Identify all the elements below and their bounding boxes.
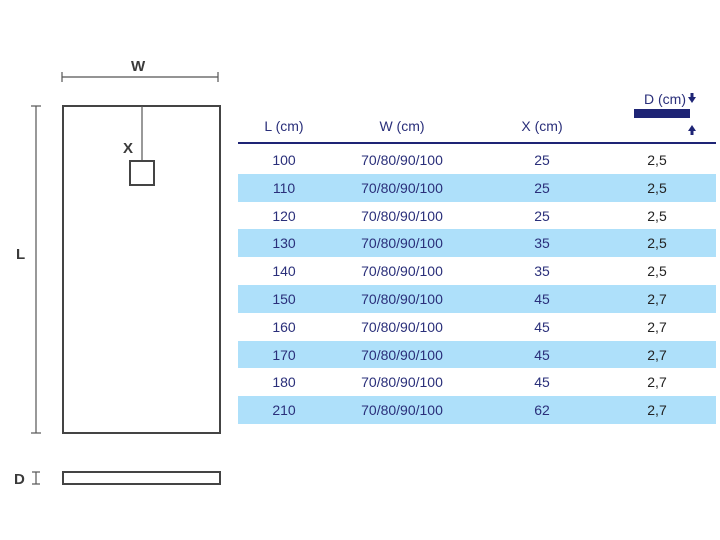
arrow-down-icon bbox=[688, 93, 696, 103]
cell-length: 170 bbox=[272, 346, 296, 363]
cell-width: 70/80/90/100 bbox=[361, 290, 443, 307]
cell-depth: 2,7 bbox=[647, 290, 667, 307]
depth-label: D bbox=[14, 471, 25, 488]
width-dimension bbox=[61, 72, 219, 82]
table-body: 100 70/80/90/100 25 2,5 110 70/80/90/100… bbox=[238, 146, 716, 424]
table-row: 170 70/80/90/100 45 2,7 bbox=[238, 340, 716, 369]
cell-width: 70/80/90/100 bbox=[361, 263, 443, 280]
cell-drain-offset: 45 bbox=[534, 290, 550, 307]
cell-width: 70/80/90/100 bbox=[361, 318, 443, 335]
table-row: 150 70/80/90/100 45 2,7 bbox=[238, 284, 716, 313]
cell-depth: 2,5 bbox=[647, 152, 667, 168]
cell-width: 70/80/90/100 bbox=[361, 402, 443, 419]
cell-width: 70/80/90/100 bbox=[361, 374, 443, 391]
table-header: L (cm) W (cm) X (cm) D (cm) bbox=[238, 88, 716, 144]
cell-width: 70/80/90/100 bbox=[361, 179, 443, 196]
table-row: 120 70/80/90/100 25 2,5 bbox=[238, 202, 716, 230]
cell-depth: 2,7 bbox=[647, 318, 667, 335]
cell-drain-offset: 35 bbox=[534, 263, 550, 280]
cell-width: 70/80/90/100 bbox=[361, 207, 443, 224]
cell-length: 140 bbox=[272, 263, 296, 280]
drain-offset-label: X bbox=[123, 140, 134, 157]
cell-length: 150 bbox=[272, 290, 296, 307]
cell-depth: 2,7 bbox=[647, 402, 667, 419]
cell-depth: 2,5 bbox=[647, 179, 667, 196]
cell-drain-offset: 25 bbox=[534, 179, 550, 196]
header-width: W (cm) bbox=[379, 118, 425, 134]
cell-depth: 2,5 bbox=[647, 235, 667, 252]
depth-dimension bbox=[32, 471, 40, 485]
cell-drain-offset: 45 bbox=[534, 346, 550, 363]
table-row: 100 70/80/90/100 25 2,5 bbox=[238, 146, 716, 174]
cell-drain-offset: 62 bbox=[534, 402, 550, 419]
cell-width: 70/80/90/100 bbox=[361, 152, 443, 168]
table-row: 210 70/80/90/100 62 2,7 bbox=[238, 396, 716, 424]
cell-width: 70/80/90/100 bbox=[361, 346, 443, 363]
cell-drain-offset: 45 bbox=[534, 374, 550, 391]
cell-depth: 2,7 bbox=[647, 346, 667, 363]
cell-length: 120 bbox=[272, 207, 296, 224]
cell-width: 70/80/90/100 bbox=[361, 235, 443, 252]
cell-depth: 2,5 bbox=[647, 263, 667, 280]
cell-drain-offset: 45 bbox=[534, 318, 550, 335]
header-length: L (cm) bbox=[264, 118, 304, 134]
table-row: 140 70/80/90/100 35 2,5 bbox=[238, 257, 716, 285]
dimensions-table: L (cm) W (cm) X (cm) D (cm) 100 70/80/90… bbox=[238, 88, 716, 424]
tray-diagram bbox=[31, 72, 221, 485]
drain-square bbox=[129, 160, 155, 186]
cell-drain-offset: 25 bbox=[534, 152, 550, 168]
depth-bar-icon bbox=[634, 109, 690, 118]
arrow-up-icon bbox=[688, 125, 696, 135]
cell-length: 130 bbox=[272, 235, 296, 252]
cell-drain-offset: 25 bbox=[534, 207, 550, 224]
cell-length: 100 bbox=[272, 152, 296, 168]
header-drain-offset: X (cm) bbox=[521, 118, 563, 134]
header-depth: D (cm) bbox=[644, 91, 686, 107]
table-row: 130 70/80/90/100 35 2,5 bbox=[238, 229, 716, 258]
cell-length: 160 bbox=[272, 318, 296, 335]
length-label: L bbox=[16, 246, 26, 263]
cell-length: 110 bbox=[272, 179, 296, 196]
table-row: 160 70/80/90/100 45 2,7 bbox=[238, 313, 716, 341]
cell-drain-offset: 35 bbox=[534, 235, 550, 252]
tray-side-view bbox=[62, 471, 221, 485]
table-row: 110 70/80/90/100 25 2,5 bbox=[238, 173, 716, 202]
cell-length: 210 bbox=[272, 402, 296, 419]
cell-depth: 2,7 bbox=[647, 374, 667, 391]
cell-length: 180 bbox=[272, 374, 296, 391]
cell-depth: 2,5 bbox=[647, 207, 667, 224]
table-row: 180 70/80/90/100 45 2,7 bbox=[238, 368, 716, 396]
length-dimension bbox=[31, 105, 41, 434]
width-label: W bbox=[131, 58, 146, 75]
